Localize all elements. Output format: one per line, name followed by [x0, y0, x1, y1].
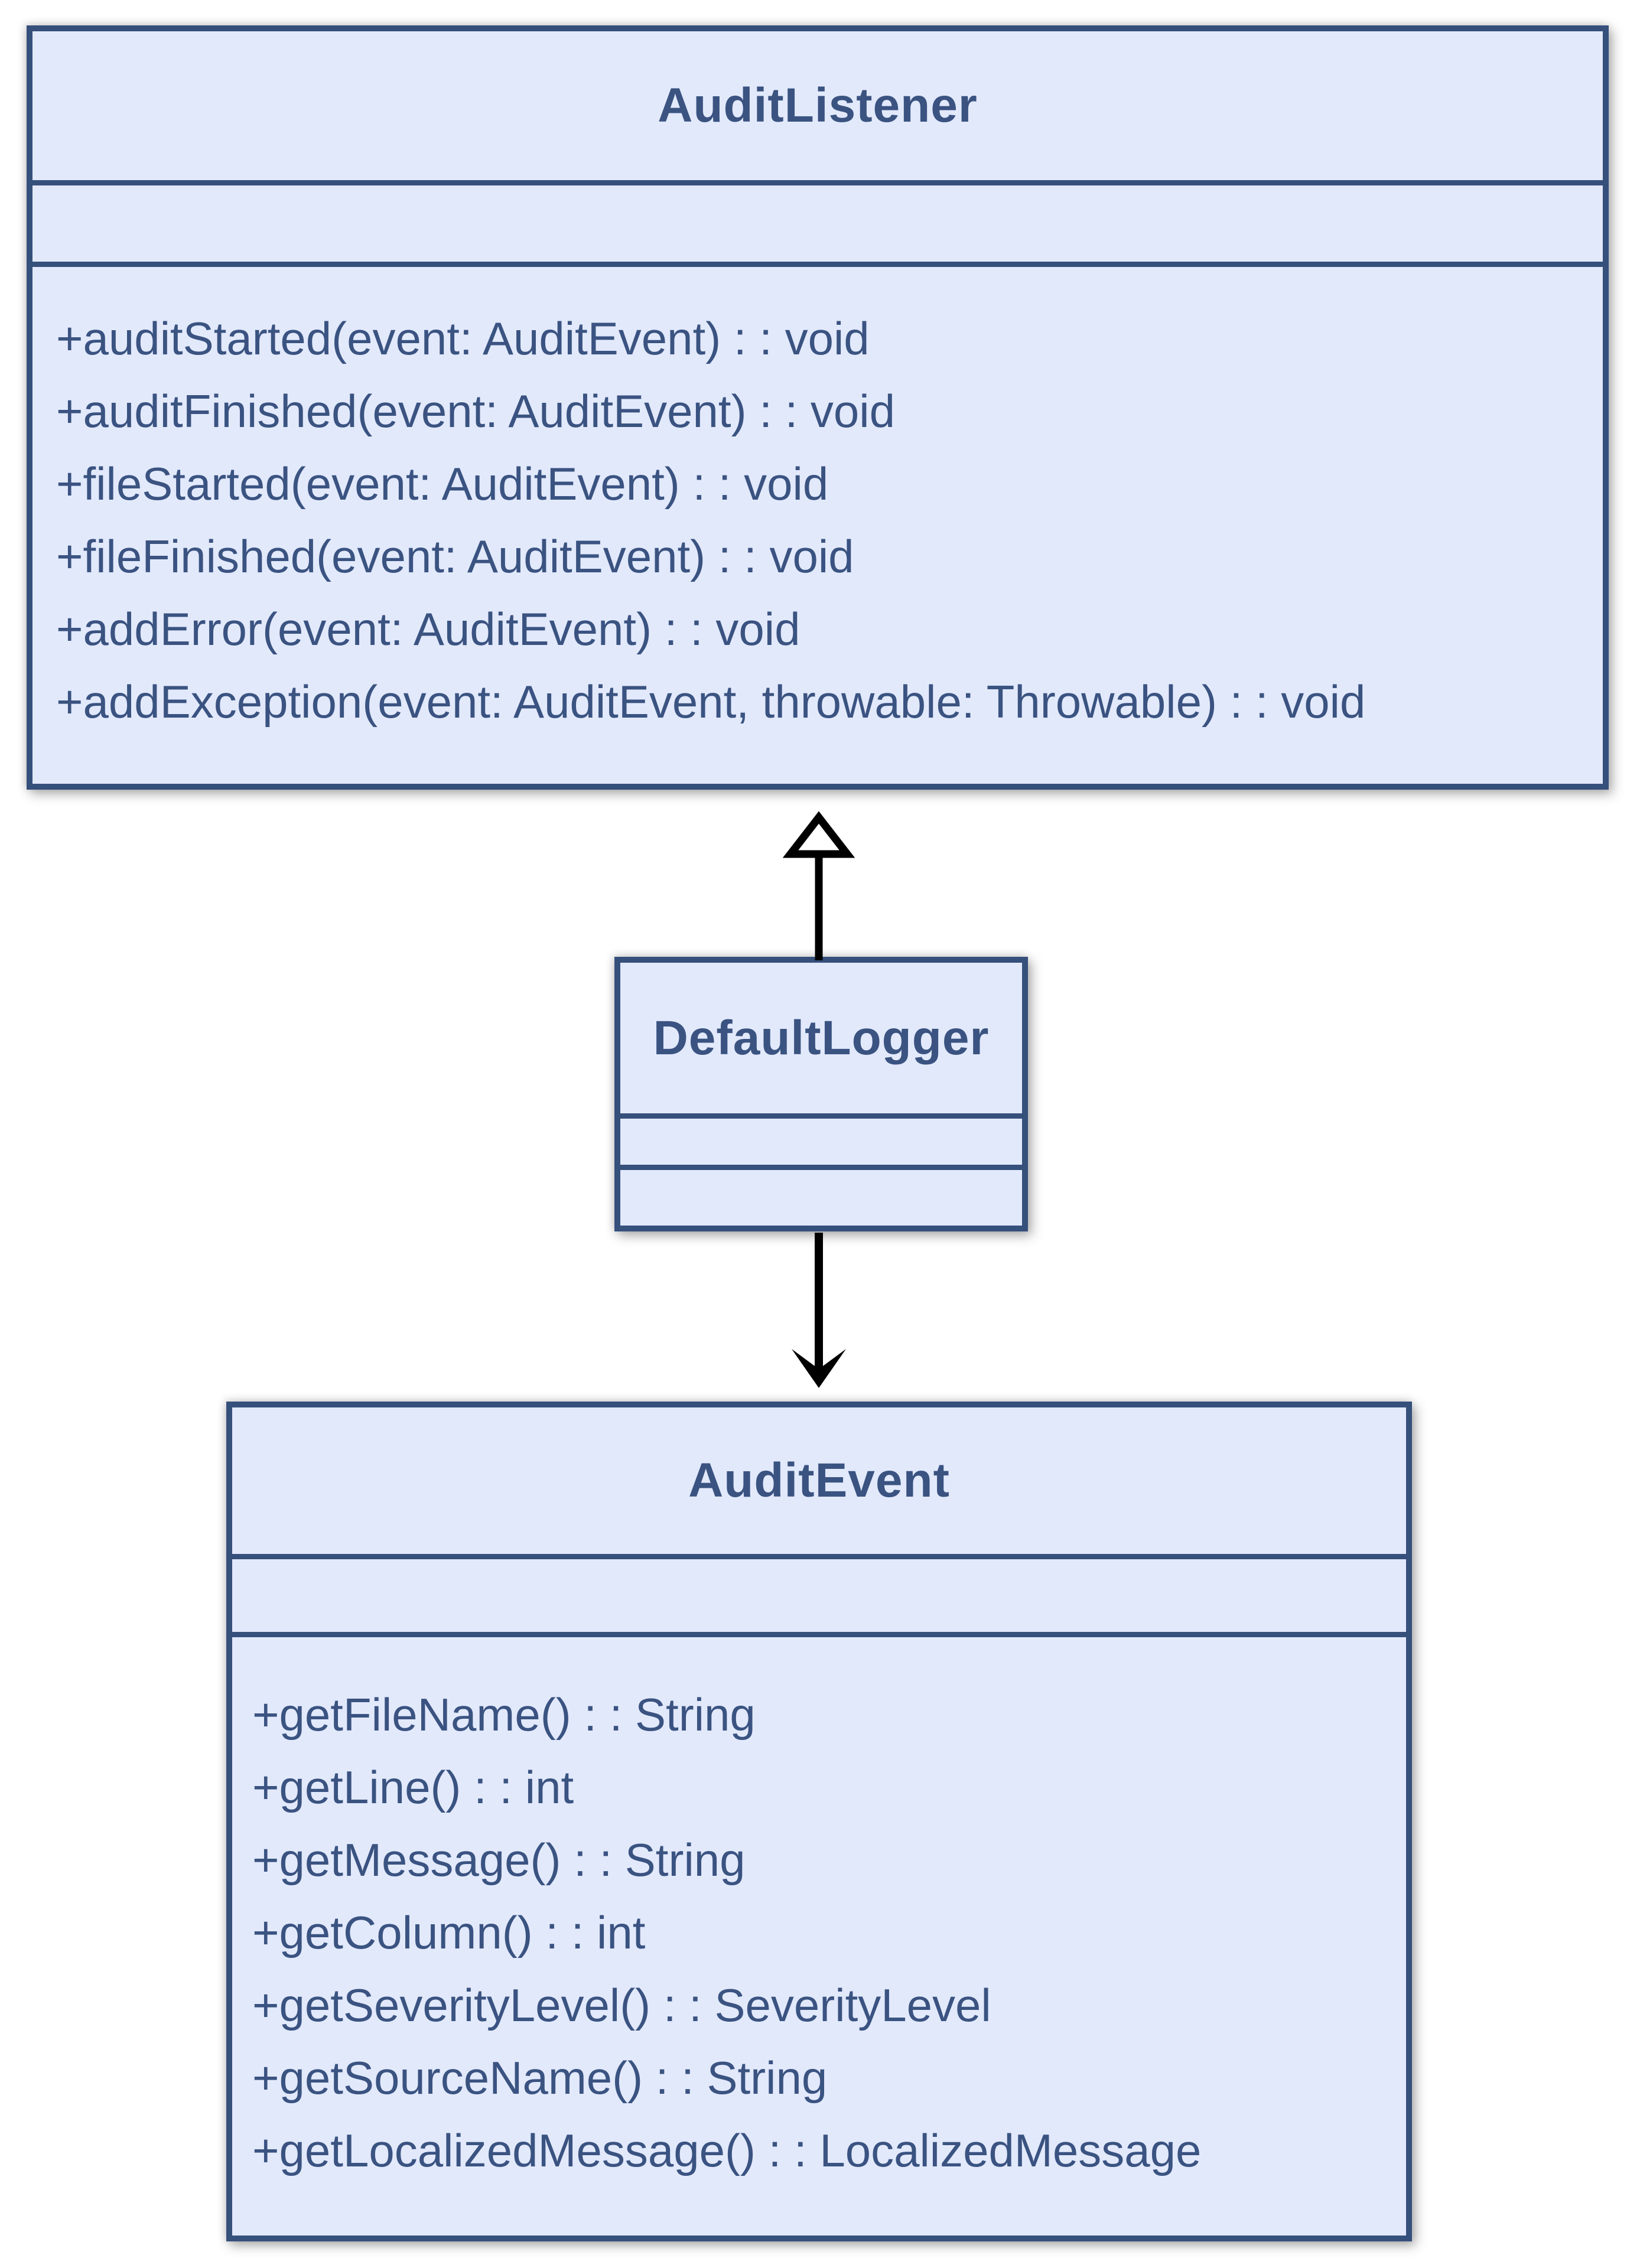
attributes-section [32, 180, 1603, 262]
method-signature: +getMessage() : : String [252, 1834, 746, 1886]
class-box-auditlistener: AuditListener +auditStarted(event: Audit… [27, 25, 1609, 790]
class-name: DefaultLogger [653, 1011, 990, 1065]
method-signature: +addError(event: AuditEvent) : : void [56, 603, 801, 655]
methods-section [620, 1165, 1022, 1226]
method-signature: +getSeverityLevel() : : SeverityLevel [252, 1979, 991, 2031]
method-signature: +auditFinished(event: AuditEvent) : : vo… [56, 385, 895, 437]
class-name: AuditListener [658, 79, 978, 132]
attributes-section [232, 1554, 1406, 1632]
class-name: AuditEvent [688, 1454, 950, 1507]
method-signature: +getColumn() : : int [252, 1907, 646, 1959]
method-signature: +getSourceName() : : String [252, 2052, 828, 2104]
methods-section: +getFileName() : : String +getLine() : :… [232, 1632, 1406, 2236]
method-signature: +auditStarted(event: AuditEvent) : : voi… [56, 312, 870, 364]
method-signature: +getLine() : : int [252, 1761, 574, 1813]
class-title-section: AuditEvent [232, 1407, 1406, 1554]
vee-arrowhead-icon [792, 1349, 846, 1388]
attributes-section [620, 1113, 1022, 1165]
class-title-section: AuditListener [32, 31, 1603, 180]
realization-connector [782, 811, 855, 960]
method-signature: +getLocalizedMessage() : : LocalizedMess… [252, 2124, 1202, 2176]
methods-section: +auditStarted(event: AuditEvent) : : voi… [32, 262, 1603, 784]
class-box-auditevent: AuditEvent +getFileName() : : String +ge… [226, 1402, 1412, 2241]
method-signature: +fileStarted(event: AuditEvent) : : void [56, 458, 829, 510]
class-title-section: DefaultLogger [620, 963, 1022, 1113]
association-connector [792, 1233, 846, 1388]
method-signature: +fileFinished(event: AuditEvent) : : voi… [56, 530, 854, 582]
method-signature: +addException(event: AuditEvent, throwab… [56, 676, 1366, 728]
class-box-defaultlogger: DefaultLogger [614, 957, 1028, 1231]
hollow-triangle-arrowhead-icon [782, 811, 855, 858]
method-signature: +getFileName() : : String [252, 1689, 756, 1741]
